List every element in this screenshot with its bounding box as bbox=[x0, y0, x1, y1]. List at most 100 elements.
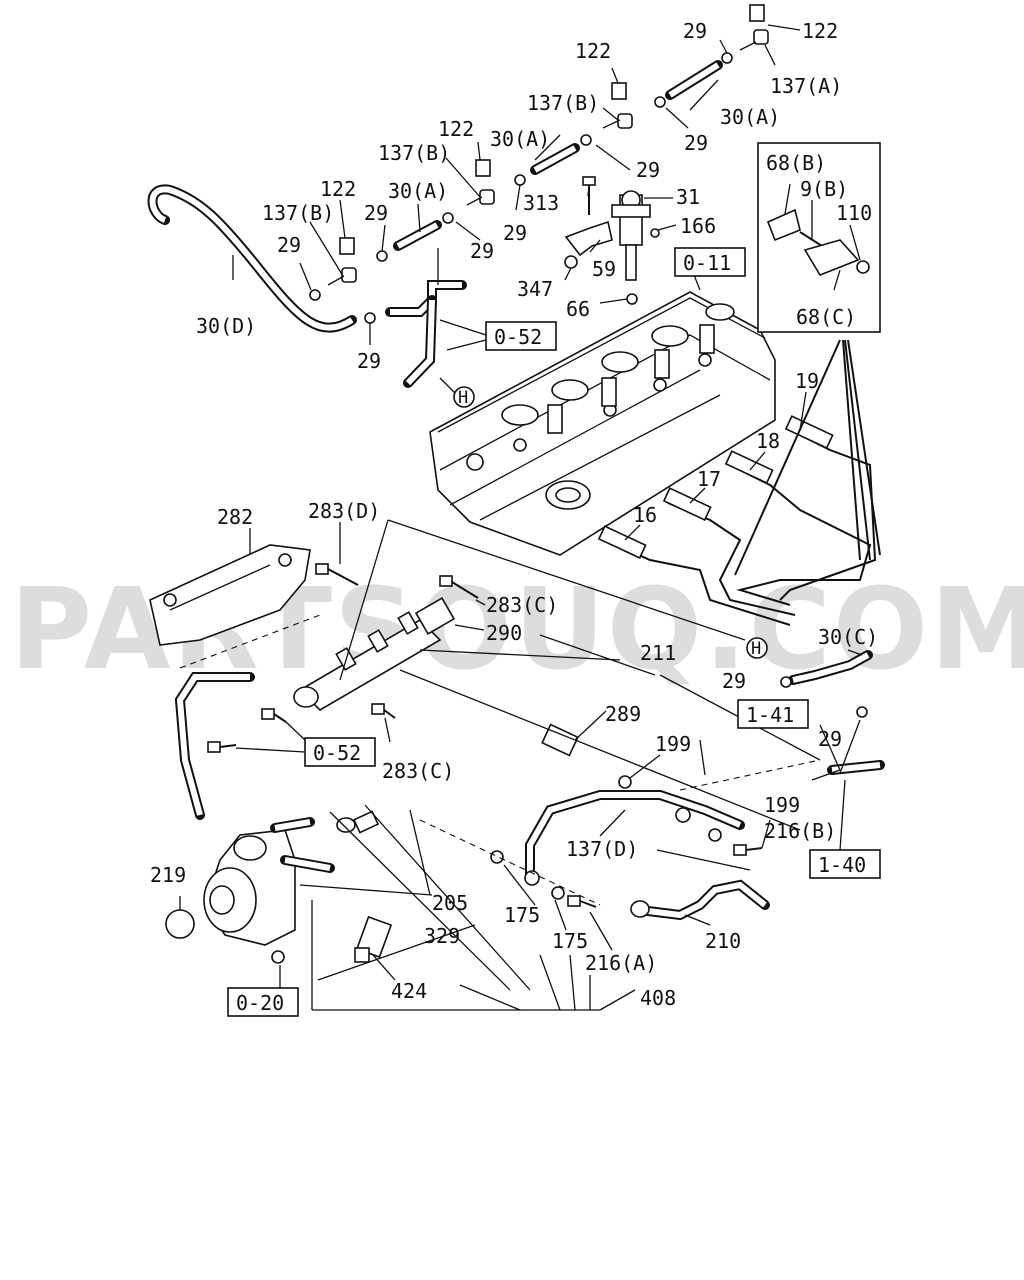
lower-return-pipe bbox=[174, 672, 255, 820]
callout-408: 408 bbox=[640, 986, 676, 1010]
callout-30d: 30(D) bbox=[196, 314, 256, 338]
callout-283c-b: 283(C) bbox=[382, 759, 454, 783]
clamp-29-4 bbox=[514, 174, 526, 186]
ref-box-0-52-bottom[interactable]: 0-52 bbox=[304, 737, 376, 767]
marker-h-top: H bbox=[453, 386, 475, 408]
clip-122-4 bbox=[339, 237, 355, 255]
callout-29-f: 29 bbox=[277, 233, 301, 257]
callout-30a-b: 30(A) bbox=[490, 127, 550, 151]
injection-pipes bbox=[597, 339, 881, 626]
ref-box-0-52-top[interactable]: 0-52 bbox=[485, 321, 557, 351]
clamp-29-8 bbox=[364, 312, 376, 324]
sensor-329 bbox=[336, 810, 380, 834]
callout-29-j: 29 bbox=[818, 727, 842, 751]
callout-137b-a: 137(B) bbox=[527, 91, 599, 115]
nut-347 bbox=[564, 255, 578, 269]
pressure-limiter-289 bbox=[541, 723, 579, 757]
callout-282: 282 bbox=[217, 505, 253, 529]
washer-199b bbox=[708, 828, 722, 842]
callout-122-b: 122 bbox=[575, 39, 611, 63]
clamp-29-2 bbox=[654, 96, 666, 108]
callout-30a-c: 30(A) bbox=[388, 179, 448, 203]
bolt-283c-2 bbox=[371, 703, 396, 719]
cylinder-head bbox=[429, 291, 776, 556]
callout-68b: 68(B) bbox=[766, 151, 826, 175]
clip-122-1 bbox=[749, 4, 765, 22]
callout-29-d: 29 bbox=[364, 201, 388, 225]
hose-30a-3 bbox=[393, 220, 442, 251]
ref-box-1-40[interactable]: 1-40 bbox=[809, 849, 881, 879]
bolt-313 bbox=[582, 176, 596, 215]
callout-29-b: 29 bbox=[684, 131, 708, 155]
nut-110 bbox=[856, 260, 870, 274]
hose-30a-1 bbox=[665, 60, 723, 100]
callout-424: 424 bbox=[391, 979, 427, 1003]
injector-31 bbox=[611, 190, 651, 281]
callout-175-a: 175 bbox=[504, 903, 540, 927]
callout-137b-b: 137(B) bbox=[378, 141, 450, 165]
oring-219 bbox=[165, 909, 195, 939]
hose-30a-2 bbox=[530, 143, 580, 175]
bolt-283c-1 bbox=[439, 575, 479, 599]
hose-30d bbox=[147, 184, 357, 333]
callout-29-h: 29 bbox=[357, 349, 381, 373]
svg-text:0-52: 0-52 bbox=[313, 741, 361, 765]
bolt-283d bbox=[315, 563, 359, 586]
callout-122-c: 122 bbox=[438, 117, 474, 141]
ref-box-1-41[interactable]: 1-41 bbox=[737, 699, 809, 729]
clip-122-2 bbox=[611, 82, 627, 100]
svg-text:1-41: 1-41 bbox=[746, 703, 794, 727]
callout-29-e: 29 bbox=[503, 221, 527, 245]
callout-137a: 137(A) bbox=[770, 74, 842, 98]
clamp-29-6 bbox=[376, 250, 388, 262]
clamp-29-10 bbox=[856, 706, 868, 718]
callout-30a-a: 30(A) bbox=[720, 105, 780, 129]
callout-30c: 30(C) bbox=[818, 625, 878, 649]
pipe-137d bbox=[524, 790, 745, 886]
callout-205: 205 bbox=[432, 891, 468, 915]
callout-199-b: 199 bbox=[764, 793, 800, 817]
ref-box-0-11[interactable]: 0-11 bbox=[674, 247, 746, 277]
washer-175b bbox=[551, 886, 565, 900]
svg-text:1-40: 1-40 bbox=[818, 853, 866, 877]
callout-9b: 9(B) bbox=[800, 177, 848, 201]
callout-labels: 122 29 137(A) 122 137(B) 29 30(A) 122 30… bbox=[150, 19, 878, 1010]
callout-175-b: 175 bbox=[552, 929, 588, 953]
connector-137b-3 bbox=[327, 267, 357, 286]
leader-lines bbox=[179, 24, 863, 1011]
bolt-9b bbox=[799, 231, 823, 247]
connector-137b-2 bbox=[466, 189, 495, 206]
callout-216a: 216(A) bbox=[585, 951, 657, 975]
callout-59: 59 bbox=[592, 257, 616, 281]
callout-216b: 216(B) bbox=[764, 819, 836, 843]
callout-29-a: 29 bbox=[683, 19, 707, 43]
clamp-29-7 bbox=[309, 289, 321, 301]
washer-66 bbox=[626, 293, 638, 305]
nut-pump bbox=[271, 950, 285, 964]
callout-18: 18 bbox=[756, 429, 780, 453]
callout-110: 110 bbox=[836, 201, 872, 225]
callout-313: 313 bbox=[523, 191, 559, 215]
oring-166 bbox=[650, 228, 660, 238]
bolt-lower-2 bbox=[207, 741, 237, 753]
hose-30c bbox=[788, 650, 873, 685]
callout-210: 210 bbox=[705, 929, 741, 953]
callout-66: 66 bbox=[566, 297, 590, 321]
callout-29-c: 29 bbox=[636, 158, 660, 182]
callout-347: 347 bbox=[517, 277, 553, 301]
washer-175a bbox=[490, 850, 504, 864]
ref-box-0-20[interactable]: 0-20 bbox=[227, 987, 299, 1017]
callout-283c-a: 283(C) bbox=[486, 593, 558, 617]
callout-17: 17 bbox=[697, 467, 721, 491]
bolt-lower-1 bbox=[261, 708, 287, 723]
supply-pump bbox=[203, 817, 335, 946]
callout-289: 289 bbox=[605, 702, 641, 726]
callout-16: 16 bbox=[633, 503, 657, 527]
callout-31: 31 bbox=[676, 185, 700, 209]
connector-137b-1 bbox=[602, 113, 633, 129]
callout-166: 166 bbox=[680, 214, 716, 238]
callout-122-d: 122 bbox=[320, 177, 356, 201]
bolt-216a bbox=[567, 895, 597, 908]
return-pipe bbox=[385, 248, 467, 388]
callout-68c: 68(C) bbox=[796, 305, 856, 329]
